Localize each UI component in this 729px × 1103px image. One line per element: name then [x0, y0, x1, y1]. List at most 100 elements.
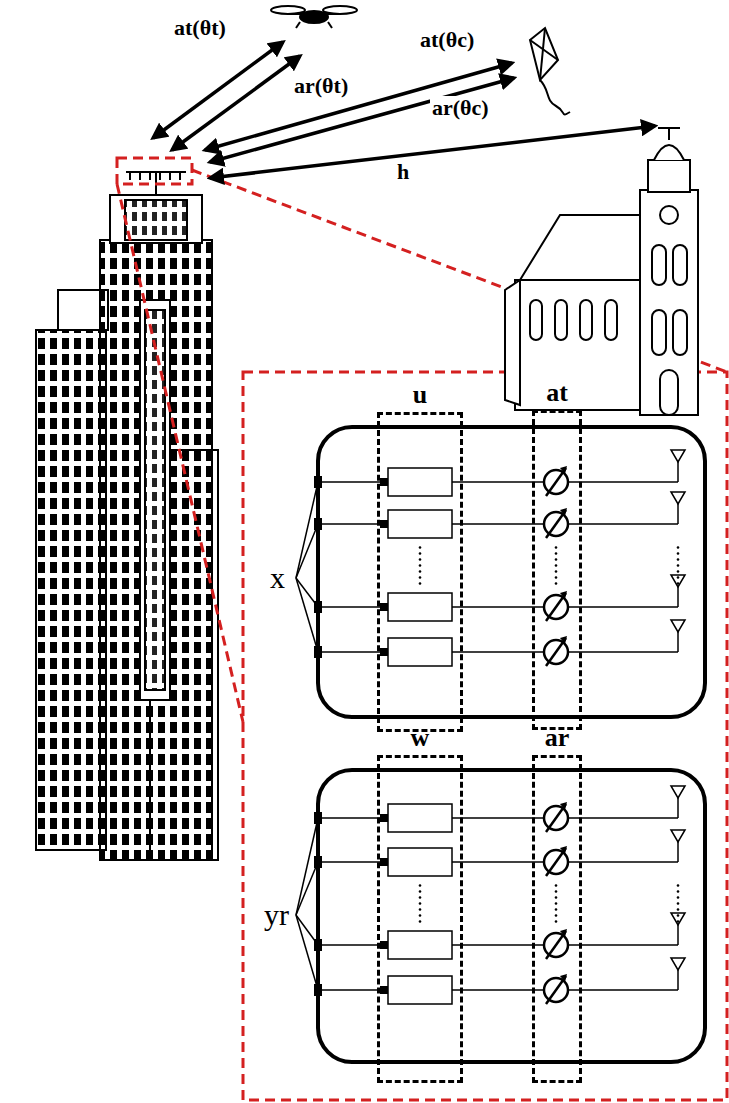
ellipsis-dot — [419, 570, 422, 573]
feed-line — [318, 606, 385, 608]
zoom-marker — [117, 158, 727, 1100]
feed-line — [452, 606, 543, 608]
feed-line — [452, 817, 543, 819]
feed-line — [568, 651, 678, 653]
port — [380, 648, 388, 656]
feed-line — [318, 523, 385, 525]
rf-block — [388, 976, 452, 1004]
ellipsis-dot — [419, 564, 422, 567]
ellipsis-dot — [419, 890, 422, 893]
ellipsis-dot — [419, 552, 422, 555]
ellipsis-dot — [677, 582, 680, 585]
phase-arrow — [560, 974, 567, 982]
feed-line — [452, 861, 543, 863]
rf-chains — [296, 450, 685, 1004]
ellipsis-dot — [677, 558, 680, 561]
feed-line — [296, 915, 318, 990]
phase-arrow — [546, 848, 566, 876]
phase-arrow — [560, 508, 567, 516]
feed-line — [568, 481, 678, 483]
beamformer-group: ar — [532, 755, 582, 1083]
ellipsis-dot — [419, 920, 422, 923]
ellipsis-dot — [677, 890, 680, 893]
feed-line — [318, 481, 385, 483]
ellipsis-dot — [419, 546, 422, 549]
ellipsis-dot — [677, 570, 680, 573]
ellipsis-dot — [419, 884, 422, 887]
ellipsis-dot — [555, 570, 558, 573]
antenna-element — [671, 450, 685, 462]
vector-label: w — [380, 724, 460, 752]
ellipsis-dot — [419, 582, 422, 585]
vector-label: ar — [535, 724, 579, 752]
feed-line — [568, 606, 678, 608]
phase-arrow — [560, 802, 567, 810]
steering-vector: at(θt) — [172, 16, 228, 40]
phase-arrow — [546, 510, 566, 538]
ellipsis-dot — [677, 576, 680, 579]
steering-vector: ar(θt) — [292, 74, 350, 98]
ellipsis-dot — [419, 914, 422, 917]
ellipsis-dot — [677, 908, 680, 911]
link-arrows — [153, 42, 655, 178]
rf-block — [388, 510, 452, 538]
port — [314, 984, 322, 996]
skyscraper — [36, 172, 218, 860]
ellipsis-dot — [555, 576, 558, 579]
ellipsis-dot — [555, 914, 558, 917]
antenna-element — [671, 620, 685, 632]
signal-label: x — [268, 562, 287, 594]
feed-line — [296, 524, 318, 578]
antenna-element — [671, 575, 685, 587]
ellipsis-dot — [677, 920, 680, 923]
ellipsis-dot — [677, 896, 680, 899]
feed-line — [296, 862, 318, 915]
ellipsis-dot — [419, 902, 422, 905]
ellipsis-dot — [677, 884, 680, 887]
rf-block — [388, 848, 452, 876]
vector-label: u — [380, 381, 460, 409]
antenna-element — [671, 830, 685, 842]
ellipsis-dot — [555, 564, 558, 567]
rf-block — [388, 804, 452, 832]
steering-vector: ar(θc) — [430, 96, 491, 120]
beamformer-group: u — [377, 412, 463, 732]
phase-arrow — [560, 846, 567, 854]
ellipsis-dot — [555, 908, 558, 911]
phase-arrow — [546, 638, 566, 666]
port — [314, 856, 322, 868]
ellipsis-dot — [419, 896, 422, 899]
phase-arrow — [560, 636, 567, 644]
phase-arrow — [546, 976, 566, 1004]
port — [380, 986, 388, 994]
rf-block — [388, 468, 452, 496]
ellipsis-dot — [677, 552, 680, 555]
antenna-element — [671, 913, 685, 925]
port — [380, 520, 388, 528]
port — [380, 858, 388, 866]
signal-label: yr — [262, 899, 291, 931]
phase-arrow — [560, 466, 567, 474]
rf-block — [388, 638, 452, 666]
ellipsis-dot — [555, 582, 558, 585]
phase-arrow — [546, 468, 566, 496]
phase-arrow — [546, 593, 566, 621]
antenna-element — [671, 958, 685, 970]
port — [380, 814, 388, 822]
ellipsis-dot — [677, 564, 680, 567]
feed-line — [318, 944, 385, 946]
ellipsis-dot — [677, 914, 680, 917]
feed-line — [452, 651, 543, 653]
church — [505, 128, 698, 415]
phase-arrow — [546, 804, 566, 832]
beamformer-group: at — [532, 410, 582, 730]
phase-arrow — [546, 931, 566, 959]
feed-line — [568, 817, 678, 819]
steering-vector: at(θc) — [418, 28, 476, 52]
ellipsis-dot — [555, 896, 558, 899]
feed-line — [452, 944, 543, 946]
port — [380, 478, 388, 486]
feed-line — [452, 481, 543, 483]
